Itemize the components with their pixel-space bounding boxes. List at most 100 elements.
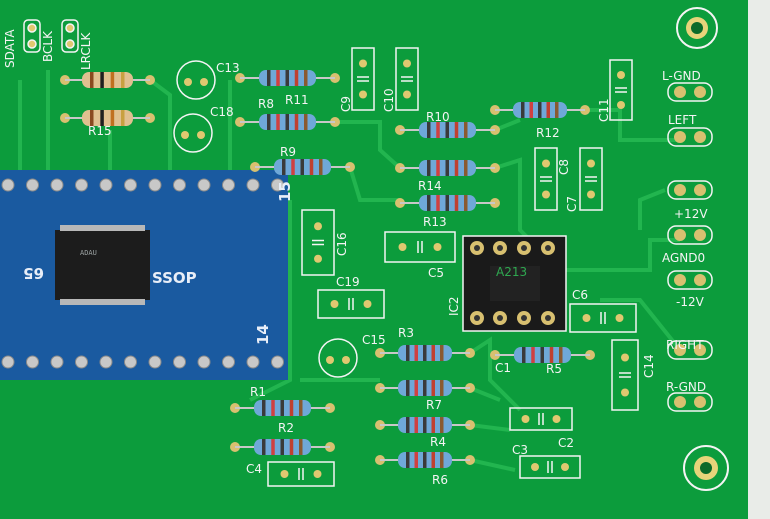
connector-outline: [667, 82, 713, 102]
header-pads: [23, 19, 79, 53]
color-band: [110, 72, 115, 88]
connector-outline: [667, 127, 713, 147]
color-band: [90, 72, 94, 88]
color-band: [559, 347, 563, 363]
color-band: [267, 114, 271, 130]
label-r10: R10: [426, 110, 450, 124]
color-band: [309, 159, 314, 175]
module-pin: [50, 178, 64, 192]
label-c18: C18: [210, 105, 234, 119]
color-band: [285, 70, 289, 86]
color-band: [440, 417, 444, 433]
connector-pad: [674, 396, 686, 408]
color-band: [522, 347, 526, 363]
module-pin: [197, 355, 211, 369]
right-connectors: [667, 82, 713, 412]
color-band: [423, 345, 427, 361]
color-band: [414, 452, 418, 468]
traces: [18, 70, 682, 472]
label-r-gnd: R-GND: [666, 380, 706, 394]
color-band: [549, 347, 554, 363]
color-band: [440, 380, 444, 396]
label-r5: R5: [546, 362, 562, 376]
color-band: [531, 347, 535, 363]
resistor-r13: [395, 195, 500, 211]
capacitor-pad: [621, 388, 629, 397]
mounting-hole-bottom: [683, 445, 729, 491]
color-band: [445, 195, 449, 211]
resistor-r7: [375, 380, 475, 396]
color-band: [436, 160, 440, 176]
capacitor-pad: [433, 243, 442, 251]
module-pin14: 14: [254, 324, 272, 345]
resistor-r8: [235, 114, 340, 130]
connector-outline: [667, 225, 713, 245]
color-band: [110, 110, 115, 126]
connector-outline: [667, 340, 713, 360]
resistor-body: [82, 72, 133, 88]
capacitor-pad: [359, 90, 367, 99]
capacitor-outlines: [267, 47, 639, 487]
capacitor-pad: [587, 190, 595, 199]
module-pin: [271, 355, 284, 369]
capacitor-pad: [314, 222, 322, 231]
connector-pad: [674, 344, 686, 356]
capacitor-pad: [617, 71, 625, 79]
color-band: [121, 72, 125, 88]
label-c7: C7: [565, 196, 579, 212]
connector-outline: [667, 270, 713, 290]
color-band: [304, 70, 308, 86]
color-band: [289, 439, 294, 455]
connector-pad: [694, 131, 706, 143]
label-c10: C10: [382, 88, 396, 112]
connector-pad: [694, 274, 706, 286]
label-right: RIGHT: [666, 338, 704, 352]
color-band: [431, 417, 435, 433]
color-band: [427, 160, 431, 176]
color-band: [546, 102, 550, 118]
color-band: [538, 102, 542, 118]
label-r12: R12: [536, 126, 560, 140]
resistor-r16: [60, 72, 155, 88]
electrolytic-pads: [181, 78, 350, 364]
dsp-chip: [55, 230, 150, 300]
resistor-r5: [490, 347, 595, 363]
color-band: [529, 102, 533, 118]
module-pin: [75, 178, 88, 192]
module-pin: [222, 178, 235, 192]
module-pin: [1, 178, 15, 192]
label-c11: C11: [597, 98, 611, 122]
resistor-r14: [395, 160, 500, 176]
module-pin15: 15: [276, 181, 294, 202]
color-band: [276, 114, 280, 130]
color-band: [121, 110, 125, 126]
connector-pad: [694, 344, 706, 356]
module-pin: [124, 178, 137, 192]
capacitor-pad: [531, 463, 539, 471]
module-pin: [26, 355, 39, 369]
color-band: [299, 439, 303, 455]
color-band: [294, 114, 299, 130]
color-band: [555, 102, 559, 118]
label-agnd0: AGND0: [662, 251, 705, 265]
label-c14: C14: [642, 354, 656, 378]
color-band: [291, 159, 295, 175]
color-band: [285, 114, 289, 130]
label-r8: R8: [258, 97, 274, 111]
connector-pad: [694, 396, 706, 408]
label-bclk: BCLK: [41, 30, 55, 62]
background: [748, 0, 770, 519]
resistor-r6: [375, 452, 475, 468]
label-c4: C4: [246, 462, 262, 476]
resistor-r15: [60, 110, 155, 126]
label-r1: R1: [250, 385, 266, 399]
color-band: [414, 345, 418, 361]
color-band: [294, 70, 299, 86]
label-r6: R6: [432, 473, 448, 487]
color-band: [319, 159, 323, 175]
color-band: [440, 345, 444, 361]
label-c15: C15: [362, 333, 386, 347]
color-band: [406, 345, 410, 361]
capacitor-pad: [521, 415, 530, 423]
